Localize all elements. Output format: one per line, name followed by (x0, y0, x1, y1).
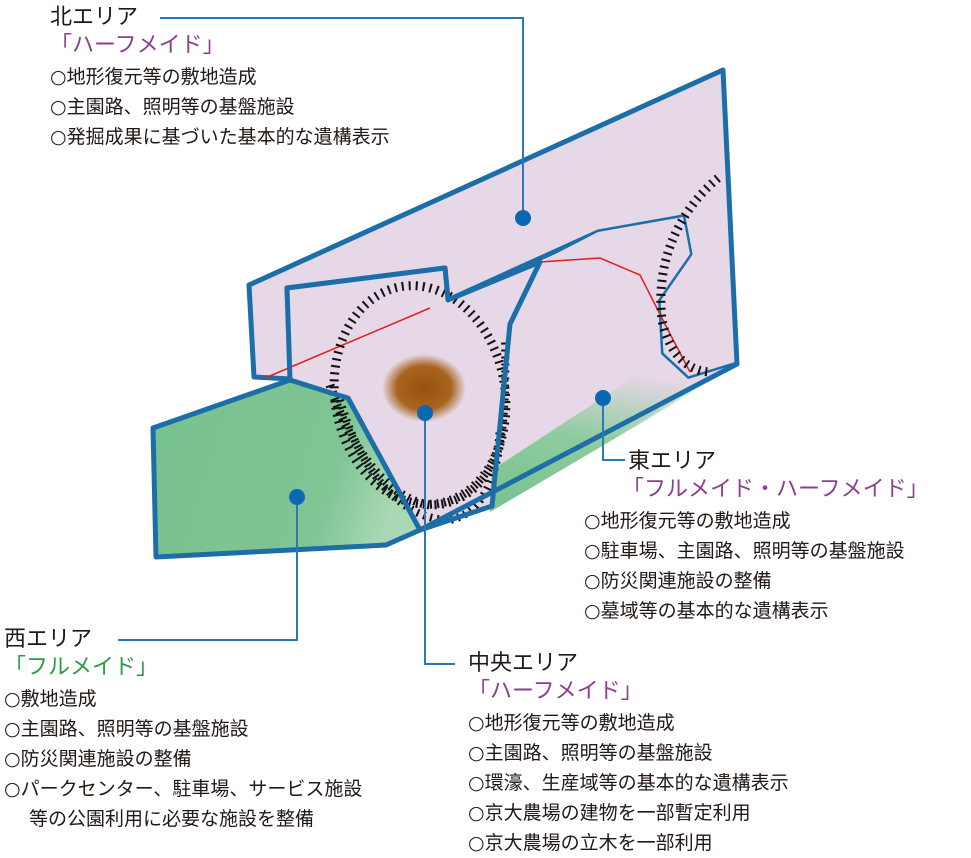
list-item: ○環濠、生産域等の基本的な遺構表示 (468, 772, 789, 794)
list-item: ○駐車場、主園路、照明等の基盤施設 (584, 540, 905, 562)
list-item: ○防災関連施設の整備 (4, 748, 192, 770)
list-item: ○敷地造成 (4, 688, 97, 710)
route-line (264, 307, 431, 379)
west-marker-dot (289, 489, 305, 505)
west-area-items: ○敷地造成 ○主園路、照明等の基盤施設 ○防災関連施設の整備 ○パークセンター、… (4, 684, 362, 834)
list-item: ○主園路、照明等の基盤施設 (4, 718, 249, 740)
east-marker-dot (595, 390, 611, 406)
west-area-title: 西エリア (4, 627, 93, 652)
north-leader-line (160, 17, 524, 218)
mound (382, 354, 466, 422)
east-area-title: 東エリア (628, 449, 717, 474)
list-item: ○パークセンター、駐車場、サービス施設 (4, 778, 363, 800)
east-area-type: 「フルメイド・ハーフメイド」 (622, 477, 929, 502)
list-item: ○墓域等の基本的な遺構表示 (584, 600, 829, 622)
north-area-title: 北エリア (50, 5, 139, 30)
list-item: ○主園路、照明等の基盤施設 (468, 742, 713, 764)
east-area-label: 東エリア 「フルメイド・ハーフメイド」 ○地形復元等の敷地造成 ○駐車場、主園路… (584, 448, 929, 626)
central-area-type: 「ハーフメイド」 (468, 679, 643, 704)
central-area-title: 中央エリア (468, 651, 579, 676)
north-area-type: 「ハーフメイド」 (50, 33, 225, 58)
slope-contour (325, 383, 505, 510)
list-item: ○発掘成果に基づいた基本的な遺構表示 (50, 126, 390, 148)
slope-contour (656, 174, 721, 377)
central-area-boundary (284, 259, 543, 533)
north-area-label: 北エリア 「ハーフメイド」 ○地形復元等の敷地造成 ○主園路、照明等の基盤施設 … (50, 4, 390, 152)
north-area-items: ○地形復元等の敷地造成 ○主園路、照明等の基盤施設 ○発掘成果に基づいた基本的な… (50, 62, 390, 152)
west-area-type: 「フルメイド」 (4, 655, 159, 680)
list-item: ○主園路、照明等の基盤施設 (50, 96, 295, 118)
central-marker-dot (417, 405, 433, 421)
list-item: ○地形復元等の敷地造成 (584, 510, 791, 532)
west-leader-line (118, 497, 298, 641)
list-item: ○地形復元等の敷地造成 (468, 712, 675, 734)
west-area-boundary (150, 377, 423, 560)
east-leader-line (602, 398, 625, 461)
list-item: ○防災関連施設の整備 (584, 570, 772, 592)
list-item: ○京大農場の立木を一部利用 (468, 832, 713, 854)
north-marker-dot (515, 210, 531, 226)
west-area (153, 380, 420, 557)
list-item: ○地形復元等の敷地造成 (50, 66, 257, 88)
east-area-items: ○地形復元等の敷地造成 ○駐車場、主園路、照明等の基盤施設 ○防災関連施設の整備… (584, 506, 929, 626)
list-item: 等の公園利用に必要な施設を整備 (29, 808, 315, 830)
east-area-boundary (418, 361, 739, 533)
west-area-label: 西エリア 「フルメイド」 ○敷地造成 ○主園路、照明等の基盤施設 ○防災関連施設… (4, 626, 362, 834)
central-area-items: ○地形復元等の敷地造成 ○主園路、照明等の基盤施設 ○環濠、生産域等の基本的な遺… (468, 708, 789, 858)
central-leader-line (424, 413, 455, 665)
list-item: ○京大農場の建物を一部暫定利用 (468, 802, 751, 824)
central-area-label: 中央エリア 「ハーフメイド」 ○地形復元等の敷地造成 ○主園路、照明等の基盤施設… (468, 650, 789, 858)
